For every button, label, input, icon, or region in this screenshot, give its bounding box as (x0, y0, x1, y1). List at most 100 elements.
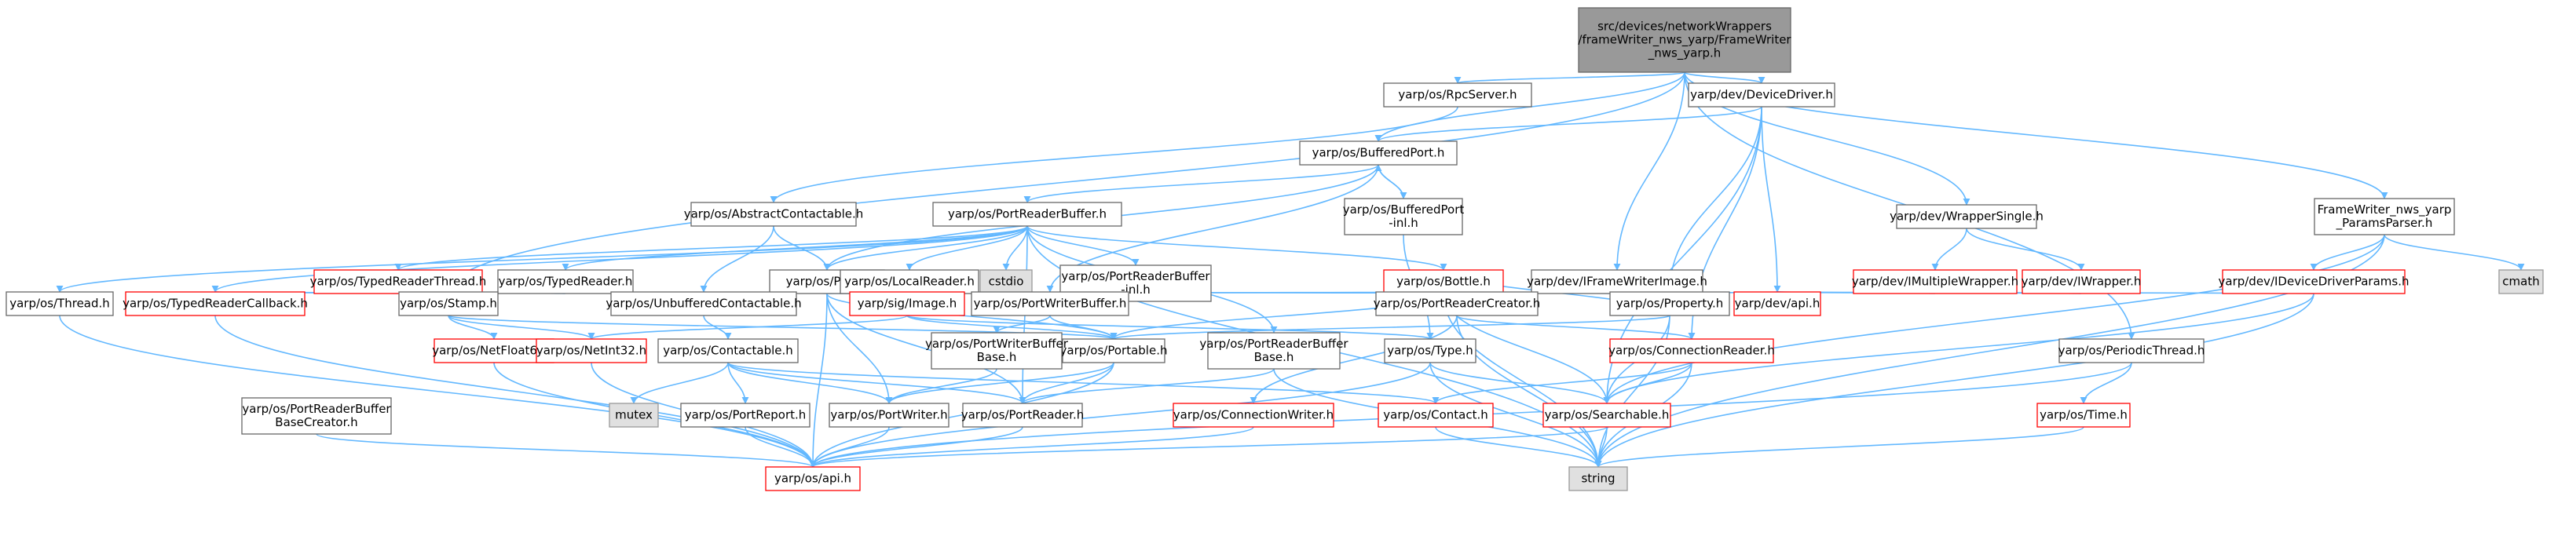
edge-devicedriver-to-property (1666, 106, 1762, 293)
node-box (1896, 204, 2037, 229)
node-portable[interactable]: yarp/os/Portable.h (1060, 338, 1168, 363)
node-box (765, 466, 861, 491)
node-portreader[interactable]: yarp/os/PortReader.h (961, 403, 1085, 428)
node-label: yarp/os/NetInt32.h (536, 344, 646, 358)
node-root[interactable]: src/devices/networkWrappers/frameWriter_… (1578, 7, 1791, 73)
node-bufferedportinl[interactable]: yarp/os/BufferedPort-inl.h (1343, 198, 1465, 235)
node-label: yarp/os/PortReaderBuffer.h (948, 207, 1107, 221)
node-label: yarp/os/PortReport.h (685, 408, 807, 422)
node-connectionreader[interactable]: yarp/os/ConnectionReader.h (1608, 338, 1775, 363)
node-box (1383, 82, 1532, 108)
node-label: yarp/os/TypedReader.h (499, 275, 633, 289)
node-time[interactable]: yarp/os/Time.h (2036, 403, 2131, 428)
node-label: yarp/dev/api.h (1735, 297, 1820, 311)
node-property[interactable]: yarp/os/Property.h (1609, 291, 1730, 316)
node-searchable[interactable]: yarp/os/Searchable.h (1542, 403, 1671, 428)
edge-image-to-portable (906, 315, 1118, 340)
node-label: -inl.h (1389, 216, 1418, 230)
node-label: yarp/os/UnbufferedContactable.h (606, 297, 801, 311)
node-abstractcontactable[interactable]: yarp/os/AbstractContactable.h (684, 202, 864, 227)
node-ideviceparams[interactable]: yarp/dev/IDeviceDriverParams.h (2219, 269, 2410, 294)
node-box (398, 291, 499, 316)
edge-portable-to-portwriter (885, 362, 1114, 404)
node-label: yarp/os/BufferedPort (1343, 202, 1465, 217)
node-bufferedport[interactable]: yarp/os/BufferedPort.h (1299, 140, 1458, 166)
node-periodicthread[interactable]: yarp/os/PeriodicThread.h (2058, 338, 2205, 363)
node-label: Base.h (977, 350, 1017, 364)
node-box (1173, 403, 1334, 428)
node-rpcserver[interactable]: yarp/os/RpcServer.h (1383, 82, 1532, 108)
edge-portreadercreator-to-connectionreader (1456, 315, 1696, 340)
node-box (1375, 291, 1539, 316)
node-portwriter[interactable]: yarp/os/PortWriter.h (829, 403, 950, 428)
node-box (979, 269, 1033, 294)
node-bottle[interactable]: yarp/os/Bottle.h (1383, 269, 1504, 294)
node-label: yarp/dev/WrapperSingle.h (1890, 210, 2044, 224)
edge-portreaderbuffer-to-thread (56, 225, 1028, 293)
node-type[interactable]: yarp/os/Type.h (1384, 338, 1476, 363)
node-devicedriver[interactable]: yarp/dev/DeviceDriver.h (1688, 82, 1835, 108)
node-label: yarp/os/PortWriterBuffer (925, 337, 1069, 351)
node-box (1609, 338, 1774, 363)
node-label: mutex (615, 408, 653, 422)
node-iframewriterimage[interactable]: yarp/dev/IFrameWriterImage.h (1527, 269, 1707, 294)
edge-contactable-to-mutex (630, 362, 729, 404)
node-contactable[interactable]: yarp/os/Contactable.h (657, 338, 799, 363)
node-portreaderbuffer[interactable]: yarp/os/PortReaderBuffer.h (932, 202, 1122, 227)
node-box (1383, 269, 1504, 294)
edge-image-to-netint32 (587, 315, 908, 340)
edge-contact-to-string (1435, 426, 1602, 468)
node-connectionwriter[interactable]: yarp/os/ConnectionWriter.h (1173, 403, 1334, 428)
node-label: yarp/os/ConnectionReader.h (1608, 344, 1775, 358)
node-typedreadercallback[interactable]: yarp/os/TypedReaderCallback.h (123, 291, 308, 316)
edge-portable-to-portreader (1019, 362, 1114, 404)
node-cstdio[interactable]: cstdio (979, 269, 1033, 294)
node-box (497, 269, 634, 294)
node-contact[interactable]: yarp/os/Contact.h (1378, 403, 1494, 428)
edge-portreaderbuffer-to-localreader (906, 225, 1028, 271)
node-label: yarp/os/Searchable.h (1545, 408, 1670, 422)
node-devapi[interactable]: yarp/dev/api.h (1733, 291, 1821, 316)
node-image[interactable]: yarp/sig/Image.h (849, 291, 965, 316)
node-netfloat64[interactable]: yarp/os/NetFloat64.h (432, 338, 556, 363)
node-box (2022, 269, 2141, 294)
node-portreadercreator[interactable]: yarp/os/PortReaderCreator.h (1374, 291, 1541, 316)
node-typedreader[interactable]: yarp/os/TypedReader.h (497, 269, 634, 294)
node-cmath[interactable]: cmath (2498, 269, 2544, 294)
node-label: Base.h (1254, 350, 1294, 364)
node-box (849, 291, 965, 316)
node-label: yarp/os/NetFloat64.h (432, 344, 556, 358)
node-paramsparser[interactable]: FrameWriter_nws_yarp_ParamsParser.h (2314, 198, 2455, 235)
edge-ideviceparams-to-string (1594, 293, 2314, 468)
node-stamp[interactable]: yarp/os/Stamp.h (398, 291, 499, 316)
node-box (1609, 291, 1730, 316)
node-portreport[interactable]: yarp/os/PortReport.h (680, 403, 810, 428)
node-box (2058, 338, 2205, 363)
node-localreader[interactable]: yarp/os/LocalReader.h (840, 269, 979, 294)
node-iwrapper[interactable]: yarp/dev/IWrapper.h (2022, 269, 2142, 294)
node-wrappersingle[interactable]: yarp/dev/WrapperSingle.h (1890, 204, 2044, 229)
node-thread[interactable]: yarp/os/Thread.h (5, 291, 114, 316)
node-box (2222, 269, 2406, 294)
node-label: yarp/os/Property.h (1616, 297, 1723, 311)
node-label: yarp/os/BufferedPort.h (1312, 146, 1445, 160)
node-mutex[interactable]: mutex (609, 403, 659, 428)
edge-prbbasecreator-to-osapi (316, 433, 817, 468)
node-label: yarp/os/RpcServer.h (1398, 88, 1517, 102)
node-typedreaderthread[interactable]: yarp/os/TypedReaderThread.h (310, 269, 487, 294)
node-imultiplewrapper[interactable]: yarp/dev/IMultipleWrapper.h (1852, 269, 2018, 294)
node-box (1207, 332, 1341, 370)
edge-time-to-string (1594, 426, 2084, 468)
node-label: yarp/os/PortWriter.h (830, 408, 947, 422)
node-portwriterbuffer[interactable]: yarp/os/PortWriterBuffer.h (971, 291, 1129, 316)
node-unbufferedcontactable[interactable]: yarp/os/UnbufferedContactable.h (606, 291, 802, 316)
node-osapi[interactable]: yarp/os/api.h (765, 466, 861, 491)
node-string[interactable]: string (1568, 466, 1628, 491)
edge-portreaderbuffer-to-bottle (1026, 225, 1447, 271)
node-netint32[interactable]: yarp/os/NetInt32.h (536, 338, 647, 363)
edge-connectionreader-to-contact (1432, 362, 1692, 404)
